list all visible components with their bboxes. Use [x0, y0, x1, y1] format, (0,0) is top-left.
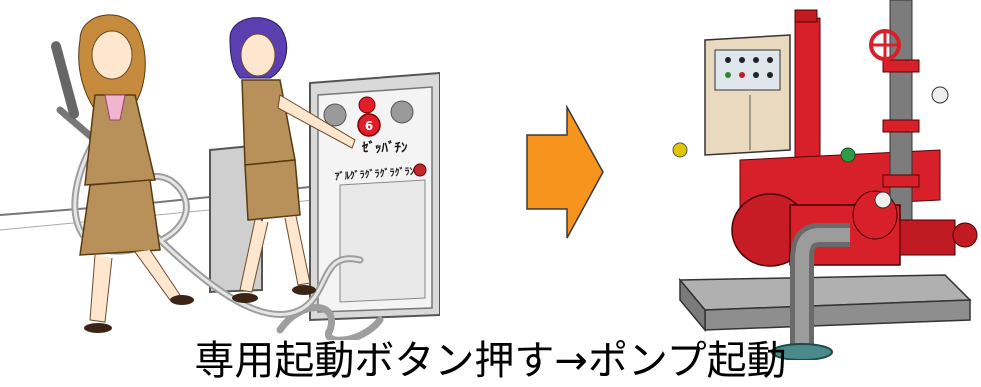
woman-with-nozzle: [50, 14, 194, 333]
valve-knob: [413, 163, 427, 177]
caption-text: 専用起動ボタン押す→ポンプ起動: [194, 338, 787, 384]
pressure-gauge-icon: [931, 86, 949, 104]
nozzle: [50, 41, 80, 119]
arrow-shape: [526, 105, 604, 239]
fire-hose-scene-illustration: 6 ｾﾞｯﾊﾞﾁﾝ ｱﾞﾙｸﾞﾗｸﾞﾗｸﾞﾗｸﾞﾗﾝ: [0, 14, 440, 340]
indicator-lamp: [358, 96, 376, 114]
vertical-pipe: [869, 0, 949, 231]
right-arrow-icon: [526, 105, 604, 239]
svg-text:6: 6: [365, 119, 373, 133]
control-panel: [704, 34, 791, 156]
pump-base: [678, 274, 972, 333]
gauge-icon: [874, 191, 892, 209]
green-valve-icon: [840, 147, 856, 163]
button-sign-text: ｾﾞｯﾊﾞﾁﾝ: [361, 140, 408, 156]
reaching-arm: [277, 94, 356, 149]
fire-pump-unit-illustration: [672, 0, 978, 360]
start-button: [357, 113, 381, 137]
valve-icon: [672, 142, 688, 158]
woman-pressing-button: [229, 17, 356, 303]
suction-pipe: [771, 223, 850, 360]
